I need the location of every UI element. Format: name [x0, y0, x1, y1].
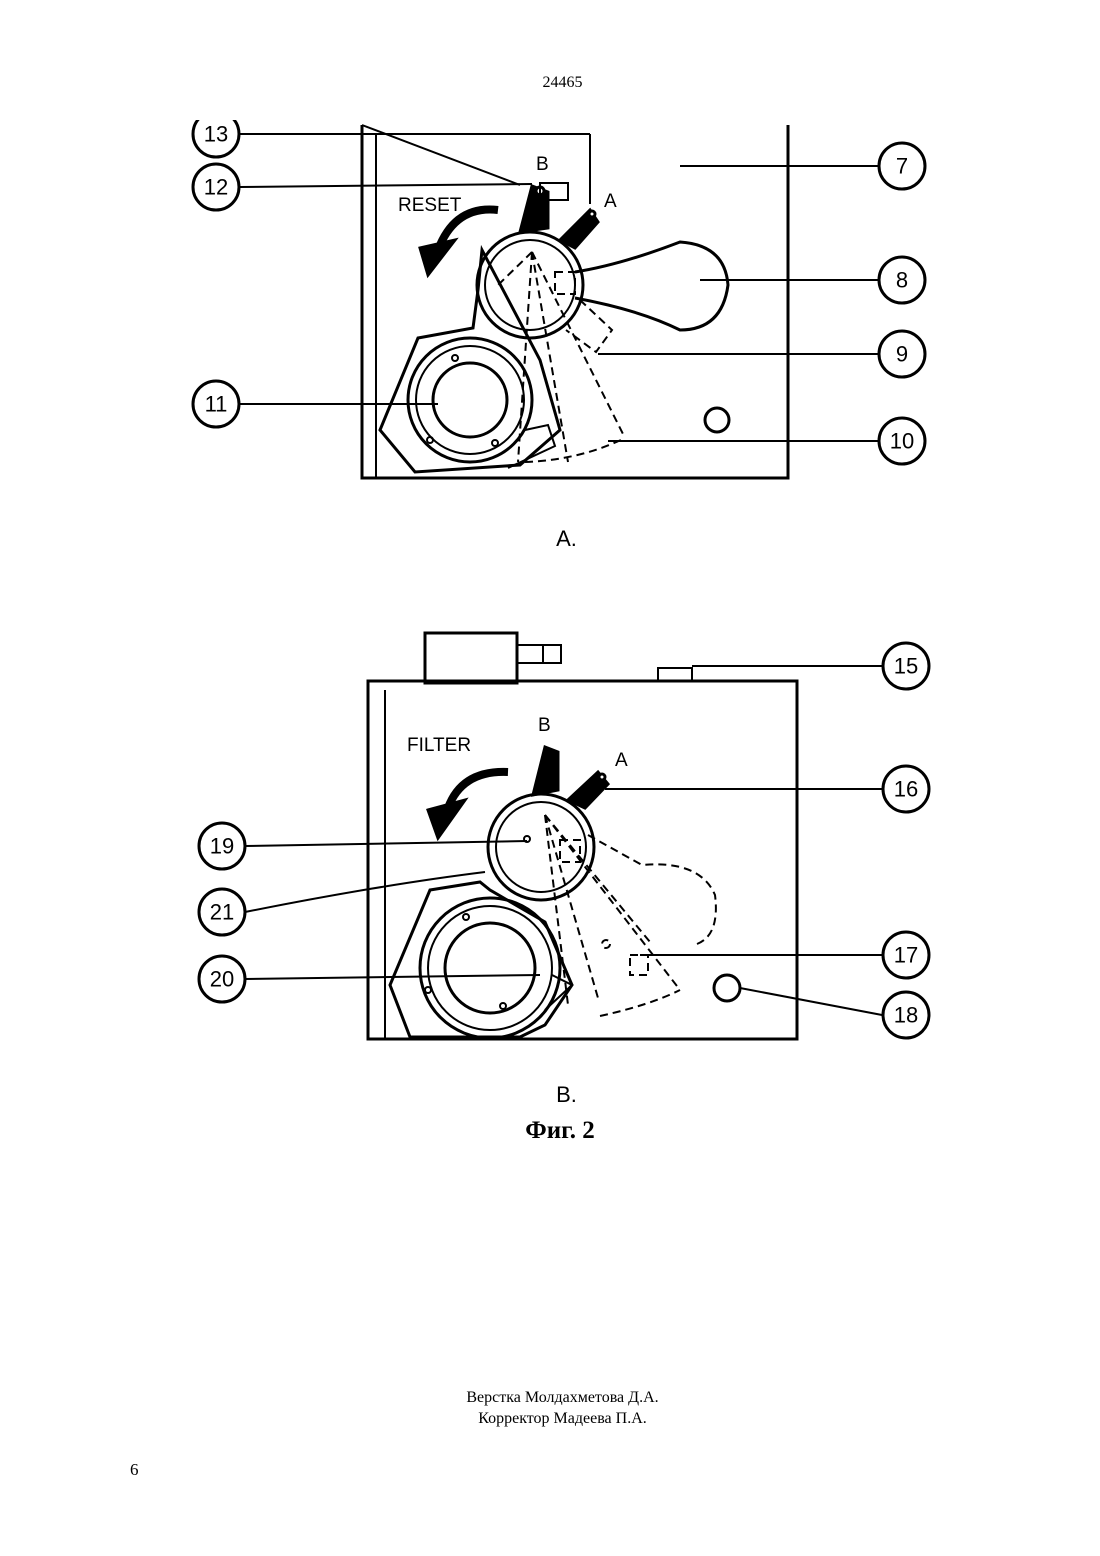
reset-label: RESET [398, 195, 462, 216]
callout-7: 7 [896, 154, 908, 179]
page-number: 6 [130, 1460, 139, 1480]
callout-18: 18 [894, 1003, 918, 1028]
footer-credits: Верстка Молдахметова Д.А. Корректор Маде… [0, 1387, 1100, 1429]
layout-credit: Верстка Молдахметова Д.А. [0, 1387, 1100, 1408]
callout-9: 9 [896, 342, 908, 367]
position-a-label: A [604, 191, 617, 212]
position-b-label: B [536, 154, 549, 175]
callout-12: 12 [204, 175, 228, 200]
callout-19: 19 [210, 834, 234, 859]
figure-b-drawing: 19 21 20 15 16 17 18 FILTER B A [0, 600, 1100, 1070]
figure-a-caption: A. [0, 526, 1100, 552]
callout-10: 10 [890, 429, 914, 454]
proof-credit: Корректор Мадеева П.А. [0, 1408, 1100, 1429]
callout-17: 17 [894, 943, 918, 968]
callout-20: 20 [210, 967, 234, 992]
callout-13: 13 [204, 122, 228, 147]
callout-21: 21 [210, 900, 234, 925]
figure-b-caption: B. [0, 1082, 1100, 1108]
position-a-label: A [615, 750, 628, 771]
callout-16: 16 [894, 777, 918, 802]
callout-15: 15 [894, 654, 918, 679]
figure-a-drawing: 13 12 11 7 8 9 10 RESET B A [0, 0, 1100, 560]
position-b-label: B [538, 715, 551, 736]
callout-8: 8 [896, 268, 908, 293]
callout-11: 11 [205, 392, 228, 417]
filter-label: FILTER [407, 735, 471, 756]
figure-title: Фиг. 2 [0, 1117, 1100, 1145]
